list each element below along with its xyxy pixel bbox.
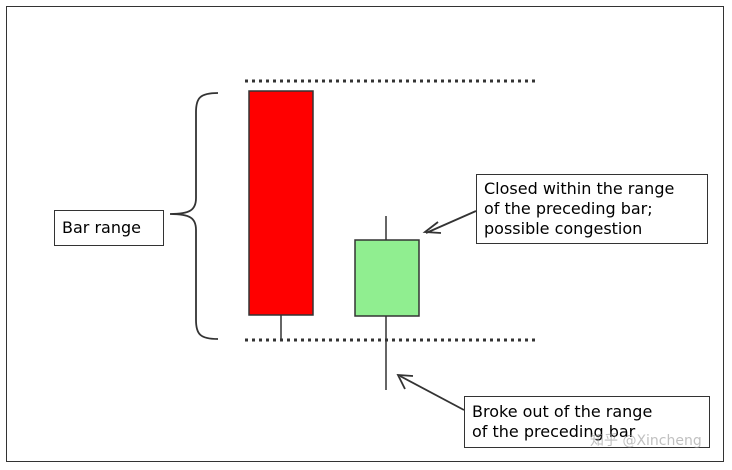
breakout-label-box: Broke out of the range of the preceding … [464, 396, 710, 448]
congestion-arrow-head [422, 221, 442, 234]
outer-bar-body [248, 90, 314, 316]
bar-range-label: Bar range [62, 218, 141, 237]
congestion-arrow [425, 210, 477, 234]
bar-range-brace [169, 92, 219, 340]
breakout-arrow [399, 375, 465, 411]
congestion-label-line-2: of the preceding bar; [484, 199, 653, 218]
congestion-label-line-1: Closed within the range [484, 179, 675, 198]
inside-bar-body [354, 239, 420, 317]
congestion-label-box: Closed within the range of the preceding… [476, 174, 708, 244]
breakout-arrow-head [396, 373, 414, 390]
bar-range-label-box: Bar range [54, 210, 164, 246]
congestion-label-line-3: possible congestion [484, 219, 643, 238]
breakout-label-line-1: Broke out of the range [472, 402, 653, 421]
watermark: 知乎 @Xincheng [590, 433, 702, 449]
breakout-label-line-2: of the preceding bar [472, 422, 636, 441]
